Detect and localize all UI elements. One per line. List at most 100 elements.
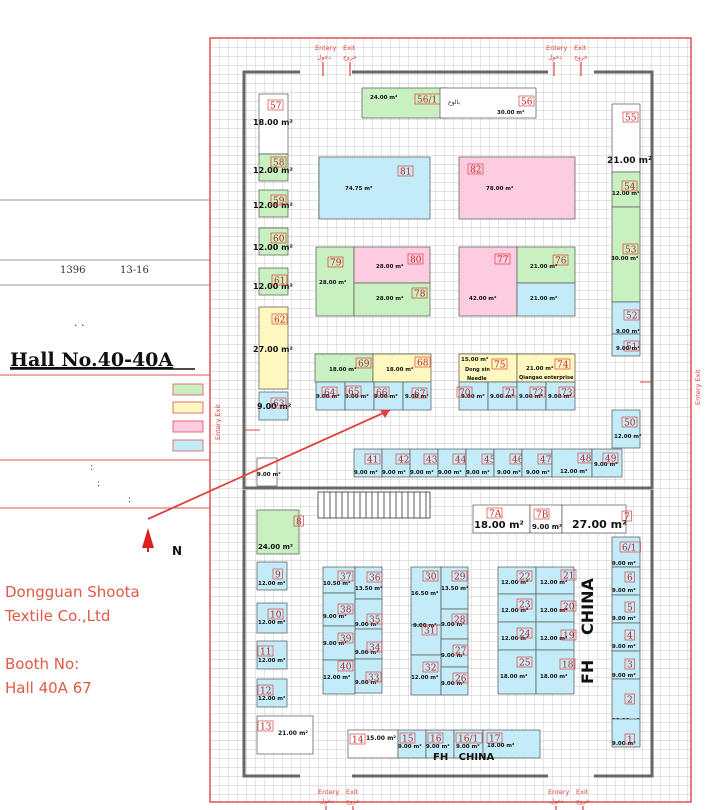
booth-area: 9.00 m² (257, 402, 292, 411)
booth-area: 21.00 m² (278, 730, 308, 737)
booth-number: 69 (358, 360, 370, 370)
booth-2[interactable]: 12.00 m²2 (611, 678, 641, 724)
booth-area: 13.50 m² (441, 585, 469, 592)
booth-extra[interactable]: 9.00 m² (256, 457, 281, 487)
booth-area: 9.00 m² (323, 640, 347, 647)
booth-7[interactable]: 27.00 m²7 (561, 504, 632, 534)
booth-4[interactable]: 9.00 m²4 (611, 622, 641, 652)
booth-75b[interactable]: 21.00 m² (516, 282, 576, 317)
booth-number: 66 (376, 389, 388, 399)
booth-6-1[interactable]: 9.00 m²6/1 (611, 536, 641, 568)
booth-number: 33 (368, 674, 380, 684)
booth-9[interactable]: 12.00 m²9 (256, 561, 288, 591)
booth-6[interactable]: 9.00 m²6 (611, 566, 641, 596)
info-code: 1396 (60, 265, 85, 276)
booth-area: 12.00 m² (253, 201, 293, 210)
side-sign-right: Entery Exit (694, 369, 702, 405)
booth-8[interactable]: 24.00 m²8 (256, 509, 304, 555)
booth-3[interactable]: 9.00 m²3 (611, 650, 641, 680)
booth-number: 53 (625, 246, 637, 256)
booth-1[interactable]: 9.00 m²1 (611, 718, 641, 748)
booth-5[interactable]: 9.00 m²5 (611, 594, 641, 624)
